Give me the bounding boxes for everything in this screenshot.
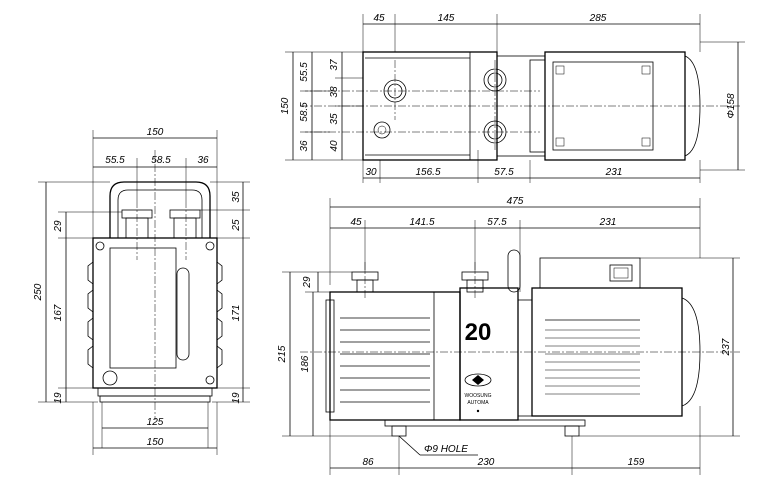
- side-top-dim-57-5: 57.5: [487, 217, 507, 228]
- front-right-dim-171: 171: [231, 305, 242, 322]
- side-top-dim-141-5: 141.5: [409, 217, 434, 228]
- top-bottom-dim-156-5: 156.5: [415, 167, 440, 178]
- side-bottom-dim-86: 86: [362, 457, 374, 468]
- top-left-dim-58-5: 58.5: [299, 102, 310, 122]
- side-view: 475 45 141.5 57.5 231 20 WOOSUNG: [277, 196, 740, 475]
- top-left-dim-37: 37: [329, 59, 340, 71]
- top-left-dim-35: 35: [329, 113, 340, 125]
- front-right-dim-19: 19: [231, 392, 242, 404]
- side-left-dim-29: 29: [302, 276, 313, 289]
- front-bottom-dim-125: 125: [147, 417, 164, 428]
- front-left-dim-19: 19: [53, 392, 64, 404]
- brand-subtitle: AUTOMA: [467, 400, 489, 406]
- top-left-dim-36: 36: [299, 140, 310, 152]
- top-left-dim-40: 40: [329, 140, 340, 152]
- top-left-dim-150: 150: [280, 97, 291, 114]
- top-bottom-dim-57-5: 57.5: [494, 167, 514, 178]
- side-bottom-dim-230: 230: [477, 457, 495, 468]
- front-left-dim-250: 250: [33, 283, 44, 301]
- top-bottom-dim-231: 231: [605, 167, 623, 178]
- side-left-dim-186: 186: [300, 355, 311, 372]
- front-top-dim-55-5: 55.5: [105, 155, 125, 166]
- top-left-dim-55-5: 55.5: [299, 62, 310, 82]
- side-left-dim-215: 215: [277, 345, 288, 363]
- side-overall-dim-475: 475: [507, 196, 524, 207]
- front-top-dim-150: 150: [147, 127, 164, 138]
- side-right-dim-237: 237: [721, 338, 732, 356]
- top-dim-45: 45: [373, 13, 385, 24]
- top-view: 45 145 285 150: [280, 13, 745, 183]
- front-left-dim-167: 167: [53, 304, 64, 321]
- front-right-dim-35: 35: [231, 191, 242, 203]
- side-bottom-dim-159: 159: [628, 457, 645, 468]
- top-right-dim-diameter: Φ158: [726, 93, 737, 118]
- side-top-dim-45: 45: [350, 217, 362, 228]
- hole-note: Φ9 HOLE: [424, 444, 468, 455]
- front-view: 150 55.5 58.5 36: [33, 127, 250, 455]
- front-bottom-dim-150: 150: [147, 437, 164, 448]
- front-right-dim-25: 25: [231, 219, 242, 232]
- top-dim-145: 145: [438, 13, 455, 24]
- front-top-dim-58-5: 58.5: [151, 155, 171, 166]
- top-bottom-dim-30: 30: [365, 167, 377, 178]
- front-top-dim-36: 36: [197, 155, 209, 166]
- top-dim-285: 285: [589, 13, 607, 24]
- model-number-label: 20: [465, 319, 492, 346]
- top-left-dim-38: 38: [329, 86, 340, 98]
- brand-logo-icon: [472, 375, 484, 385]
- brand-name: WOOSUNG: [465, 393, 492, 399]
- side-top-dim-231: 231: [599, 217, 617, 228]
- front-left-dim-29: 29: [53, 220, 64, 233]
